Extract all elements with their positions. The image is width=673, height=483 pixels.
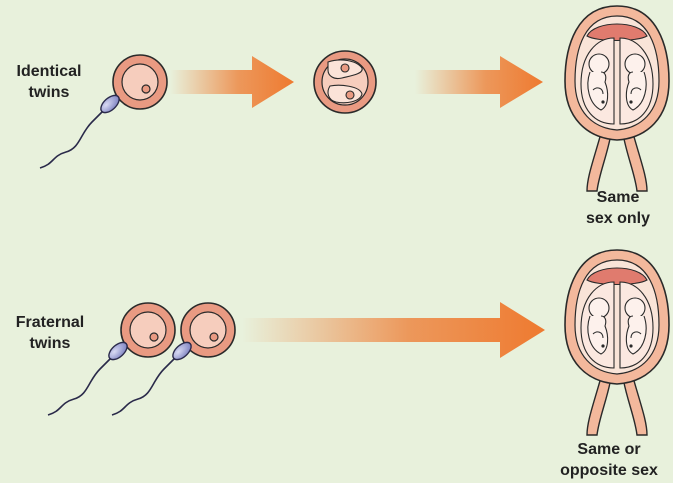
dividing-zygote [314,51,376,113]
fraternal-uterus [565,250,669,435]
identical-arrow-1 [170,56,294,108]
fraternal-outcome-label: Same or opposite sex [546,439,672,481]
identical-label-line2: twins [4,82,94,103]
identical-outcome-line2: sex only [566,208,670,229]
fraternal-twins-label: Fraternal twins [2,312,98,354]
fraternal-outcome-line2: opposite sex [546,460,672,481]
identical-uterus [565,6,669,191]
identical-label-line1: Identical [4,61,94,82]
identical-egg [113,55,167,109]
fraternal-label-line2: twins [2,333,98,354]
identical-arrow-2 [415,56,543,108]
identical-outcome-label: Same sex only [566,187,670,229]
fraternal-outcome-line1: Same or [546,439,672,460]
fraternal-label-line1: Fraternal [2,312,98,333]
identical-outcome-line1: Same [566,187,670,208]
identical-sperm [40,92,122,168]
identical-twins-label: Identical twins [4,61,94,103]
fraternal-egg-1 [121,303,175,357]
fraternal-arrow [242,302,545,358]
